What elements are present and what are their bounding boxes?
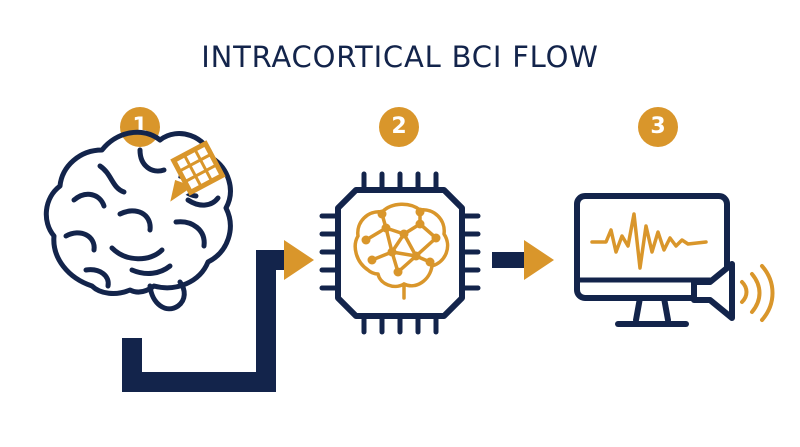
page-title: INTRACORTICAL BCI FLOW <box>201 40 599 74</box>
step-badge-1: 1 <box>120 107 160 147</box>
step-badge-3: 3 <box>638 107 678 147</box>
connector-arrow-2 <box>492 240 554 280</box>
implant-probe-icon <box>166 140 226 207</box>
connector-arrow-1 <box>122 240 314 392</box>
neural-processor-chip-icon <box>319 171 481 335</box>
step-badge-2: 2 <box>379 107 419 147</box>
monitor-speaker-output-icon <box>574 193 775 327</box>
